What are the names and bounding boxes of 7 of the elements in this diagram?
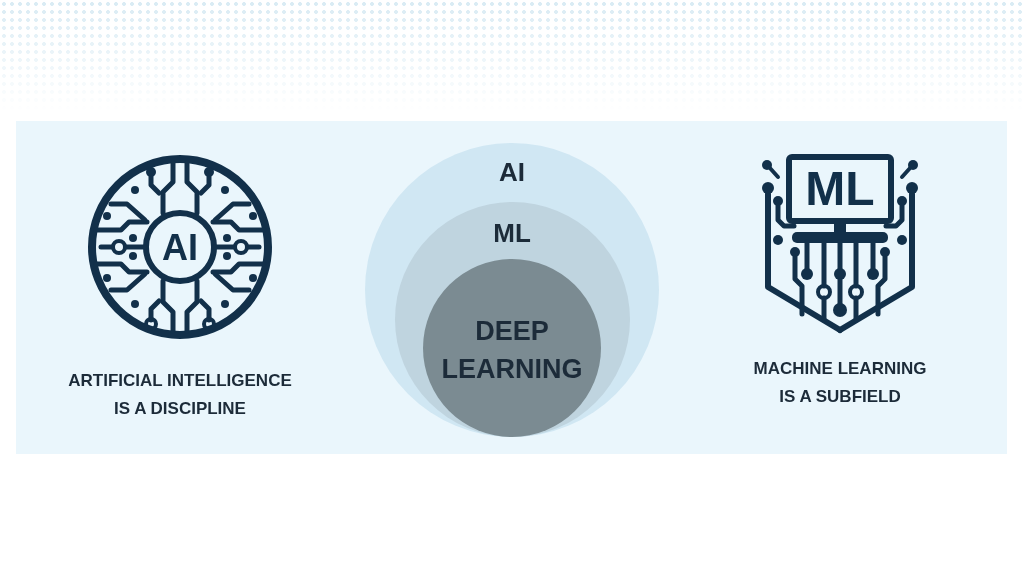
drawing-label: AI (162, 228, 198, 268)
circle-label: ML (493, 218, 531, 248)
description-label: ARTIFICIAL INTELLIGENCE IS A DISCIPLINE (67, 370, 293, 420)
circle-label: AI (499, 157, 525, 187)
description-label: MACHINE LEARNING IS A SUBFIELD (752, 358, 928, 408)
drawing-label: ML (805, 164, 875, 214)
circle-label: DEEP LEARNING (440, 315, 584, 386)
